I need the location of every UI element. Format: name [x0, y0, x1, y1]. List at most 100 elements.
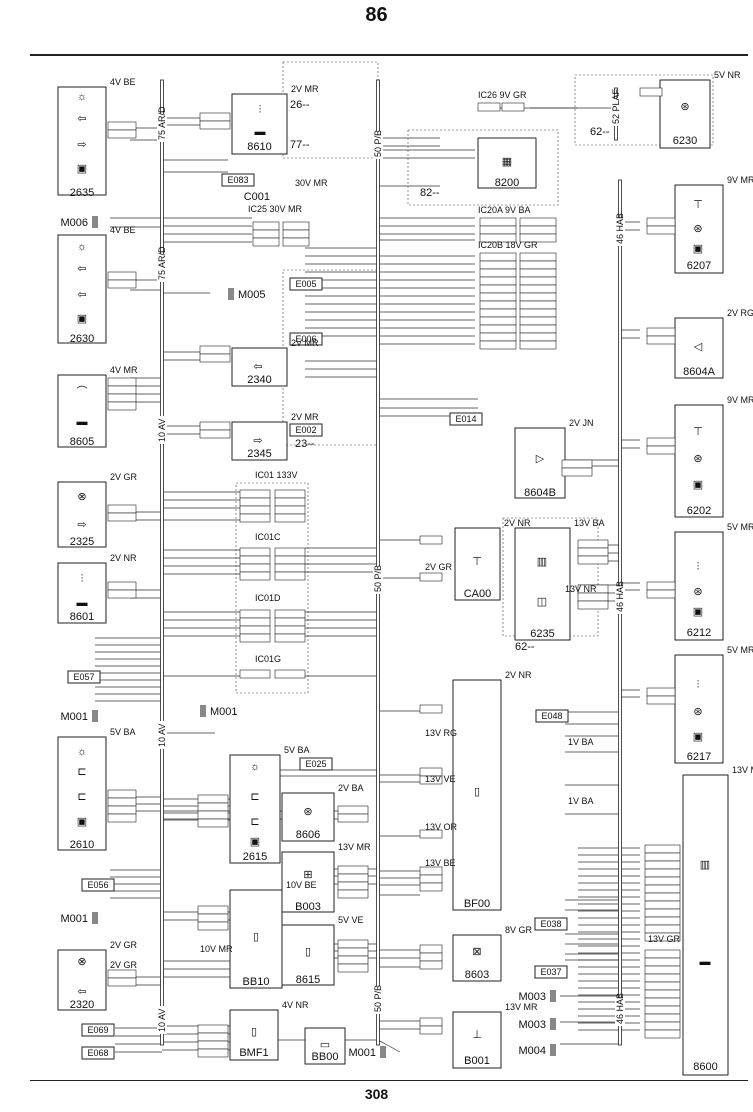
bus-label-bg: [373, 986, 383, 1014]
bus-label: 10 AV: [157, 419, 167, 442]
pin-cell: [519, 284, 557, 294]
pin-cell: [239, 633, 271, 643]
connector-label: 2V JN: [569, 418, 594, 428]
connector-label: 2V BA: [338, 783, 364, 793]
pin-cell: [107, 504, 137, 514]
pin-cell: [107, 805, 137, 815]
pin-cell: [199, 353, 231, 363]
component-2345: [231, 421, 288, 461]
component-symbol-icon: ▣: [77, 163, 87, 175]
pin-cell: [197, 1024, 229, 1034]
connector-header: 2V GR: [110, 960, 138, 970]
connector-label: 13V BA: [574, 518, 605, 528]
pin-cell: [197, 1032, 229, 1042]
pin-cell: [282, 229, 310, 239]
component-symbol-icon: ⫶: [81, 573, 84, 585]
component-6235: [514, 527, 571, 641]
pin-cell: [274, 505, 306, 515]
connector-label: 9V MR: [727, 175, 753, 185]
ground-label: M004: [518, 1045, 546, 1057]
connector-header: IC01 133V: [255, 470, 298, 480]
dashed-outline: [235, 482, 309, 694]
pin-cell: [107, 377, 137, 387]
dashed-outline: [574, 74, 714, 146]
component-8600: [682, 774, 729, 1076]
connector-header: IC26 9V GR: [478, 90, 527, 100]
ground-label: M003: [518, 991, 546, 1003]
pin-cell: [479, 276, 517, 286]
pin-cell: [107, 797, 137, 807]
pin-cell: [479, 260, 517, 270]
pin-cell: [239, 609, 271, 619]
component-symbol-icon: ⫶: [697, 561, 700, 573]
pin-cell: [644, 908, 681, 918]
pin-cell: [337, 805, 369, 815]
pin-cell: [577, 539, 609, 549]
pin-cell: [419, 1025, 443, 1035]
pin-cell: [239, 669, 271, 679]
ground-label: M006: [60, 217, 88, 229]
pin-cell: [107, 393, 137, 403]
pin-cell: [646, 327, 676, 337]
bus-label-bg: [157, 254, 167, 282]
connector-label: 2V MR: [291, 84, 319, 94]
pin-cell: [644, 860, 681, 870]
component-symbol-icon: ☼: [77, 241, 87, 253]
pin-cell: [239, 489, 271, 499]
ground-hatch: [550, 1018, 556, 1030]
component-2630: [57, 234, 107, 344]
component-symbol-icon: ⇨: [77, 519, 86, 531]
pin-cell: [519, 276, 557, 286]
connector-label: 5V BA: [110, 727, 136, 737]
bus-bar: [376, 79, 380, 1046]
ground-label: M001: [210, 706, 238, 718]
pin-cell: [282, 221, 310, 231]
pin-cell: [479, 284, 517, 294]
splice-label: E037: [540, 967, 561, 977]
pin-cell: [107, 977, 137, 987]
component-symbol-icon: ⊛: [693, 453, 702, 465]
component-id: 8610: [247, 141, 271, 153]
component-symbol-icon: ▣: [250, 836, 260, 848]
component-2340: [231, 347, 288, 387]
splice-E005: [289, 277, 323, 291]
connector-label: 5V BA: [284, 745, 310, 755]
bus-label: 46 HAB: [615, 213, 625, 244]
splice-E057: [67, 670, 101, 684]
connector-label: 5V MR: [727, 645, 753, 655]
splice-E069: [81, 1023, 115, 1037]
component-symbol-icon: ▷: [536, 453, 545, 465]
component-symbol-icon: ▯: [251, 1026, 257, 1038]
connector-label: 9V MR: [727, 395, 753, 405]
component-id: 2635: [70, 187, 94, 199]
connector-label: 2V RG: [727, 308, 753, 318]
bus-label: 46 HAB: [615, 993, 625, 1024]
splice-E038: [534, 917, 568, 931]
pin-cell: [107, 385, 137, 395]
ground-hatch: [92, 912, 98, 924]
pin-cell: [644, 989, 681, 999]
pin-cell: [479, 252, 517, 262]
component-id: 8603: [465, 969, 489, 981]
component-BB00: [304, 1027, 346, 1065]
bus-label-bg: [157, 416, 167, 444]
pin-cell: [479, 233, 517, 243]
splice-E014: [449, 412, 483, 426]
component-8604A: [674, 317, 724, 379]
pin-cell: [419, 704, 443, 714]
connector-header: 10V MR: [200, 944, 233, 954]
component-8200: [477, 137, 537, 189]
component-2325: [57, 481, 107, 548]
component-symbol-icon: ⇨: [253, 435, 262, 447]
component-6230: [659, 79, 711, 149]
pin-cell: [646, 687, 676, 697]
bus-label-bg: [615, 998, 625, 1026]
splice-label: E057: [73, 672, 94, 682]
splice-label: E014: [455, 414, 476, 424]
pin-cell: [239, 547, 271, 557]
group-label: 26--: [290, 99, 310, 111]
bus-label-bg: [611, 98, 621, 126]
top-rule: [30, 54, 748, 56]
pin-cell: [239, 505, 271, 515]
